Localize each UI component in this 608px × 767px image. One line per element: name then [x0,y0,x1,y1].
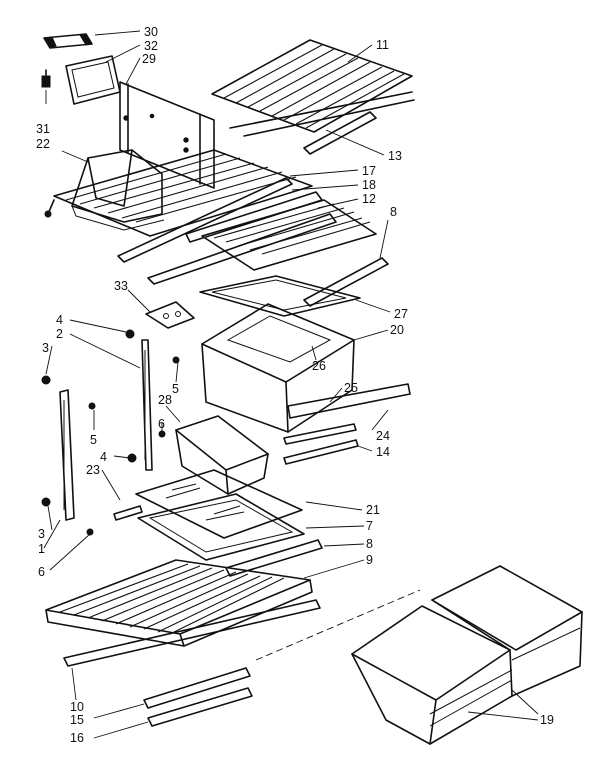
label-17: 17 [362,164,376,178]
part-9-large-shelf [45,559,313,647]
label-26: 26 [312,359,326,373]
part-29-divider [119,81,215,189]
leader-lines [43,30,539,739]
part-21-glass [135,469,303,539]
label-13: 13 [388,149,402,163]
label-16: 16 [70,731,84,745]
part-23-rail [113,505,143,521]
part-31-screw [41,69,51,88]
part-1-vertical-support [59,389,75,521]
part-8-rail-lower [225,539,323,577]
label-15: 15 [70,713,84,727]
part-19-crisper-bins [351,565,583,745]
part-22-bin [71,149,165,231]
label-6-lower: 6 [38,565,45,579]
label-1: 1 [38,542,45,556]
part-8-rail-upper [303,257,389,307]
label-14: 14 [376,445,390,459]
part-10-15-16-rails [63,599,321,727]
label-20: 20 [390,323,404,337]
label-11: 11 [376,38,389,52]
guide-line [255,589,421,661]
label-7: 7 [366,519,373,533]
label-28: 28 [158,393,172,407]
label-6-upper: 6 [158,417,165,431]
part-28-bin [175,415,269,495]
label-24: 24 [376,429,390,443]
part-14-24-rails [283,423,359,465]
part-12-shelf [147,199,377,285]
part-13-rail [303,111,377,155]
label-12: 12 [362,192,376,206]
part-11-wire-shelf [211,39,415,137]
part-2-vertical-support [141,339,153,471]
part-32-frame [65,55,121,105]
label-10: 10 [70,700,84,714]
part-labels: 30 32 29 11 31 22 13 17 18 12 8 33 27 4 … [36,25,554,745]
label-8-upper: 8 [390,205,397,219]
label-8-lower: 8 [366,537,373,551]
label-5-lower: 5 [90,433,97,447]
label-27: 27 [394,307,408,321]
fasteners [41,329,180,536]
label-5-upper: 5 [172,382,179,396]
part-7-frame [137,493,305,561]
part-17-18-shelf [44,149,323,263]
part-27-frame [199,275,361,317]
label-31: 31 [36,122,50,136]
label-3-lower: 3 [38,527,45,541]
label-4-lower: 4 [100,450,107,464]
label-22: 22 [36,137,50,151]
label-30: 30 [144,25,158,39]
label-4-upper: 4 [56,313,63,327]
label-9: 9 [366,553,373,567]
label-33: 33 [114,279,128,293]
label-18: 18 [362,178,376,192]
part-30-handle [43,33,93,49]
part-33-bracket [145,301,195,329]
label-32: 32 [144,39,158,53]
label-19: 19 [540,713,554,727]
label-23: 23 [86,463,100,477]
label-3-upper: 3 [42,341,49,355]
label-21: 21 [366,503,380,517]
label-25: 25 [344,381,358,395]
label-2: 2 [56,327,63,341]
label-29: 29 [142,52,156,66]
part-20-drawer [201,303,411,433]
